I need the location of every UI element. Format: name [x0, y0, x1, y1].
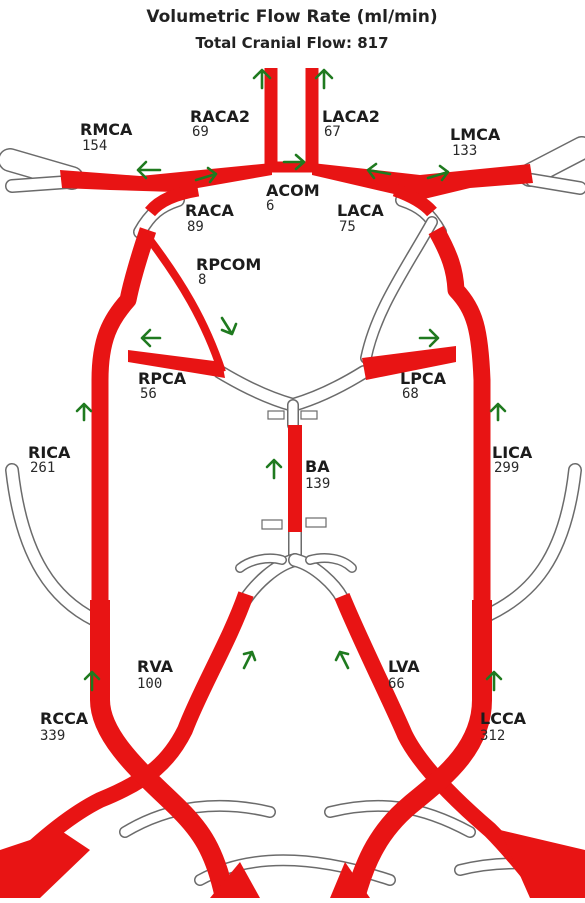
label-rica-value: 261	[30, 460, 55, 476]
arrow-down-rpcom-icon	[222, 318, 236, 334]
label-lica-value: 299	[494, 460, 519, 476]
label-laca-name: LACA	[337, 201, 384, 220]
label-lmca-name: LMCA	[450, 125, 501, 144]
vessel-base-left	[0, 830, 90, 898]
arrow-left-rpca-icon	[142, 330, 160, 346]
arrow-up-ba-icon	[267, 460, 281, 478]
label-rmca-name: RMCA	[80, 120, 133, 139]
arrow-up-rva-icon	[244, 652, 255, 668]
label-lpca-value: 68	[402, 386, 419, 402]
label-rcca-value: 339	[40, 728, 65, 744]
label-lmca-value: 133	[452, 143, 477, 159]
vessel-rmca	[60, 163, 272, 192]
label-rva-name: RVA	[137, 657, 174, 676]
label-lcca-value: 312	[480, 728, 505, 744]
label-rpcom-value: 8	[198, 272, 206, 288]
label-acom-value: 6	[266, 198, 274, 214]
label-ba-name: BA	[305, 457, 330, 476]
arrow-up-rica-icon	[77, 404, 91, 420]
label-raca-value: 89	[187, 219, 204, 235]
label-lcca-name: LCCA	[480, 709, 527, 728]
label-lva-name: LVA	[388, 657, 420, 676]
arrow-up-lva-icon	[336, 652, 348, 668]
label-rva-value: 100	[137, 676, 162, 692]
vessel-lica	[436, 230, 482, 600]
vessel-lmca	[312, 163, 533, 200]
arrow-right-lpca-icon	[420, 330, 438, 346]
label-raca2-value: 69	[192, 124, 209, 140]
label-rcca-name: RCCA	[40, 709, 89, 728]
arrow-up-lica-icon	[491, 404, 505, 420]
label-rpca-value: 56	[140, 386, 157, 402]
label-laca2-value: 67	[324, 124, 341, 140]
vessel-rcca	[100, 600, 225, 898]
label-ba-value: 139	[305, 476, 330, 492]
diagram-title: Volumetric Flow Rate (ml/min)	[146, 7, 437, 27]
vessel-rica	[100, 230, 148, 600]
label-laca-value: 75	[339, 219, 356, 235]
label-rmca-value: 154	[82, 138, 107, 154]
diagram-subtitle: Total Cranial Flow: 817	[195, 34, 388, 52]
label-lva-value: 66	[388, 676, 405, 692]
label-raca-name: RACA	[185, 201, 234, 220]
